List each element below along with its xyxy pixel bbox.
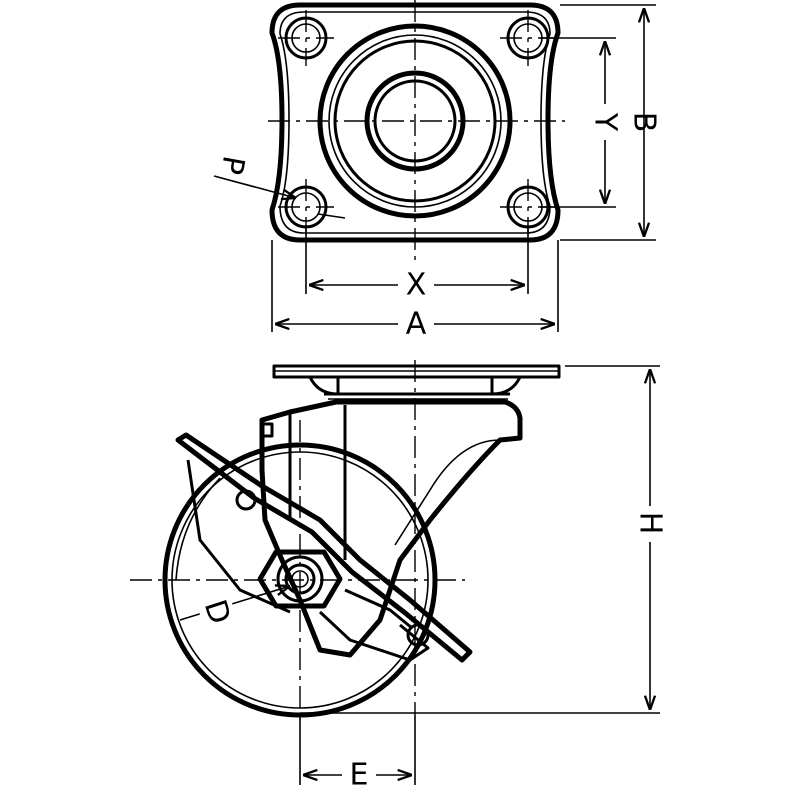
top-plate-outline xyxy=(269,2,561,243)
dimension-y: Y xyxy=(540,37,623,208)
dimension-label-b: B xyxy=(627,112,662,133)
top-plate-inner-outline xyxy=(279,11,551,234)
dimension-h: H xyxy=(300,365,668,714)
dimension-label-h: H xyxy=(633,512,668,535)
dimension-label-p: P xyxy=(213,153,251,177)
top-view xyxy=(268,0,565,272)
dimension-label-y: Y xyxy=(588,112,623,132)
dimension-e: E xyxy=(299,715,416,793)
dimension-d: D xyxy=(179,586,290,633)
side-top-plate xyxy=(272,364,561,400)
side-view xyxy=(130,360,561,718)
dimension-label-a: A xyxy=(406,307,427,342)
dimension-b: B xyxy=(560,4,662,241)
fork-housing xyxy=(259,399,523,658)
dimension-label-x: X xyxy=(406,268,427,303)
dimension-x: X xyxy=(305,225,529,303)
dimension-label-e: E xyxy=(350,758,369,793)
brake-lever xyxy=(175,432,473,663)
dimension-a: A xyxy=(271,240,559,342)
dimension-p: P xyxy=(213,153,346,219)
